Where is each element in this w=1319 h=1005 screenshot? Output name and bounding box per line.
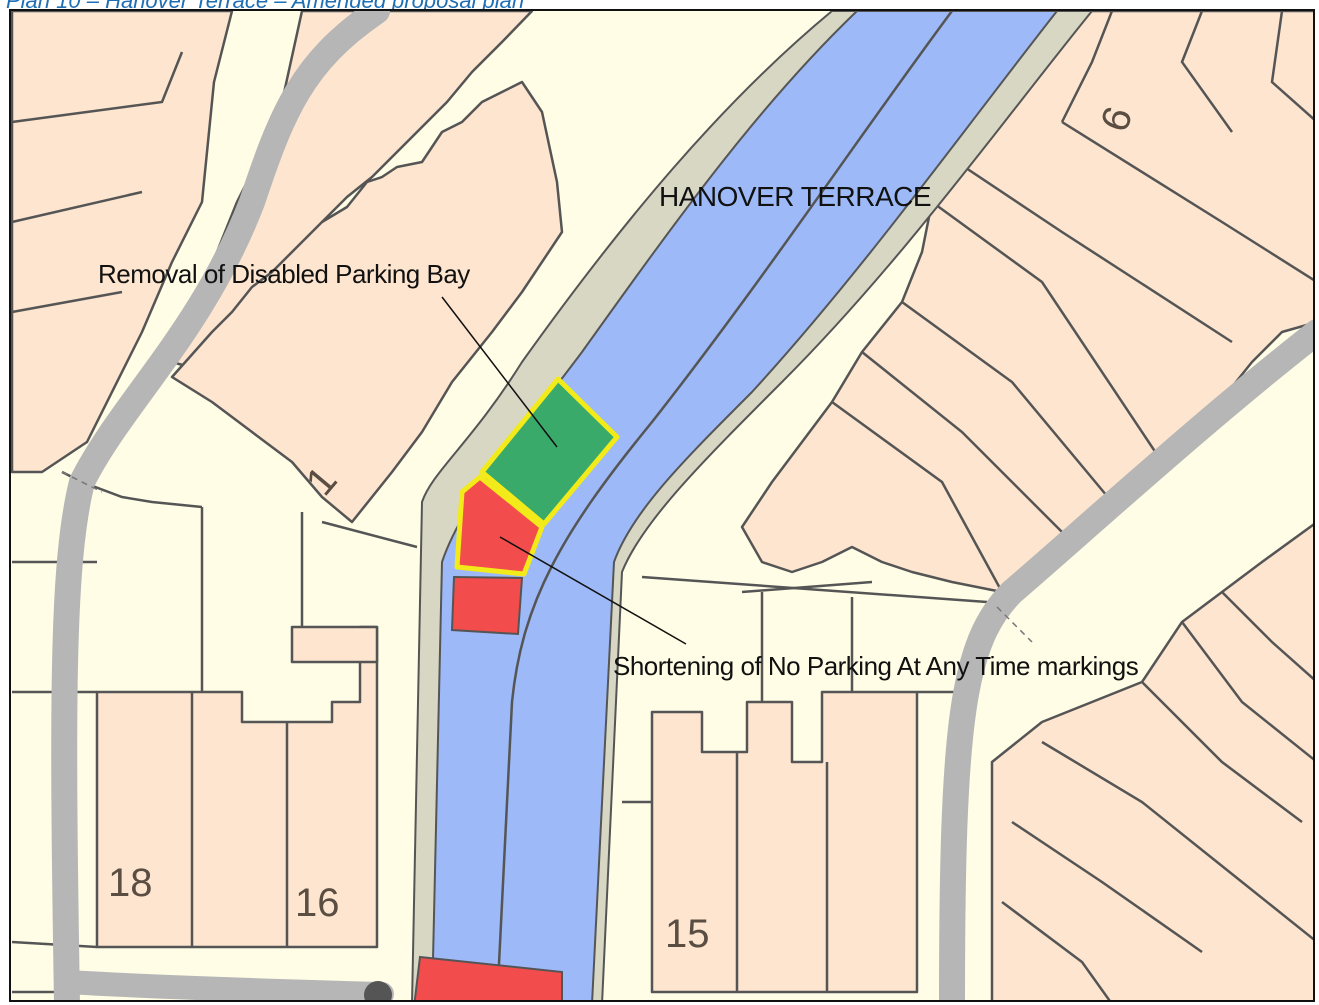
callout-removal-disabled-bay: Removal of Disabled Parking Bay	[98, 259, 470, 289]
building-no-18-16	[95, 625, 379, 949]
house-number-15: 15	[665, 912, 710, 956]
property-lines	[11, 11, 1313, 1000]
building-no-15	[650, 690, 919, 994]
no-parking-marking-south[interactable]	[413, 955, 563, 1002]
house-number-18: 18	[108, 861, 153, 905]
footpaths	[51, 11, 1313, 1000]
disabled-parking-bay[interactable]	[479, 376, 620, 527]
callout-shortening-no-parking: Shortening of No Parking At Any Time mar…	[613, 651, 1139, 681]
footpath-west	[51, 11, 390, 1000]
road-name-label: HANOVER TERRACE	[659, 181, 932, 212]
footpath-south-west	[55, 970, 394, 1000]
bollard-icon	[364, 981, 392, 1000]
map-canvas[interactable]	[11, 11, 1315, 1002]
dashed-boundary-east	[996, 606, 1033, 643]
dashed-boundary-west	[61, 471, 103, 493]
buildings	[11, 11, 1313, 1000]
house-number-16: 16	[295, 881, 340, 925]
building-no-1	[170, 80, 564, 524]
no-parking-marking[interactable]	[450, 575, 524, 636]
building-no-16-rear	[290, 625, 379, 664]
footpath-east	[939, 319, 1313, 1000]
carriageway	[431, 11, 1059, 1000]
building-block-top-left	[11, 11, 234, 474]
map-frame[interactable]: HANOVER TERRACE Removal of Disabled Park…	[9, 9, 1315, 1002]
leader-line-shortening	[499, 536, 687, 645]
leader-line-removal	[441, 296, 558, 448]
road-centre-line	[495, 11, 954, 1000]
